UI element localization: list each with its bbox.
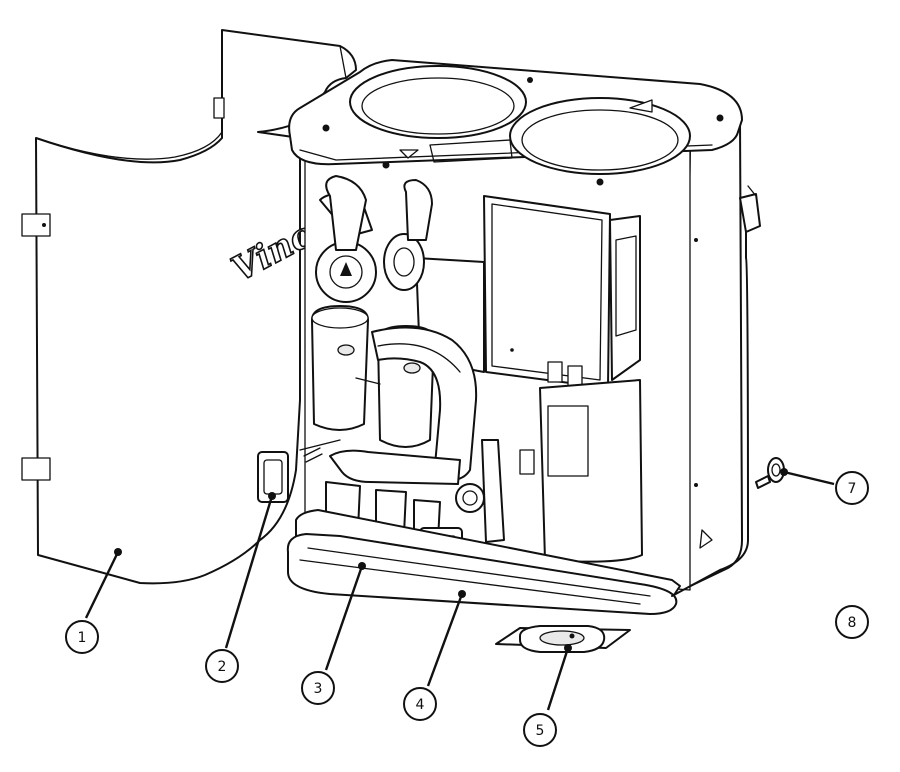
callout-2: 2 (205, 649, 239, 683)
cable-grommet (755, 457, 785, 489)
callout-1: 1 (65, 620, 99, 654)
power-cable (671, 185, 761, 597)
duct-opening-right (509, 97, 691, 175)
callout-4: 4 (403, 687, 437, 721)
callout-5: 5 (523, 713, 557, 747)
mounting-foot (495, 625, 631, 653)
callouts: 1 2 3 4 5 7 8 (65, 468, 869, 747)
callout-3: 3 (301, 671, 335, 705)
callout-7: 7 (835, 471, 869, 505)
base-tray (286, 509, 681, 615)
hinge-tab-bottom (21, 457, 51, 481)
drip-tray (286, 533, 678, 615)
callout-5-label: 5 (536, 723, 545, 739)
callout-3-label: 3 (314, 681, 323, 697)
internal-components (299, 175, 643, 577)
duct-opening-left (349, 65, 527, 139)
electrical-control-box (483, 195, 611, 389)
callout-8: 8 (835, 605, 869, 639)
callout-8-label: 8 (848, 615, 857, 631)
callout-7-label: 7 (848, 481, 857, 497)
flex-hose (371, 326, 478, 481)
callout-4-label: 4 (416, 697, 425, 713)
extract-fan (383, 233, 425, 291)
hinge-tab-top (21, 213, 51, 237)
filter-cylinder-left (311, 305, 369, 431)
callout-2-label: 2 (218, 659, 227, 675)
callout-1-label: 1 (78, 630, 87, 646)
access-seal (257, 451, 289, 503)
